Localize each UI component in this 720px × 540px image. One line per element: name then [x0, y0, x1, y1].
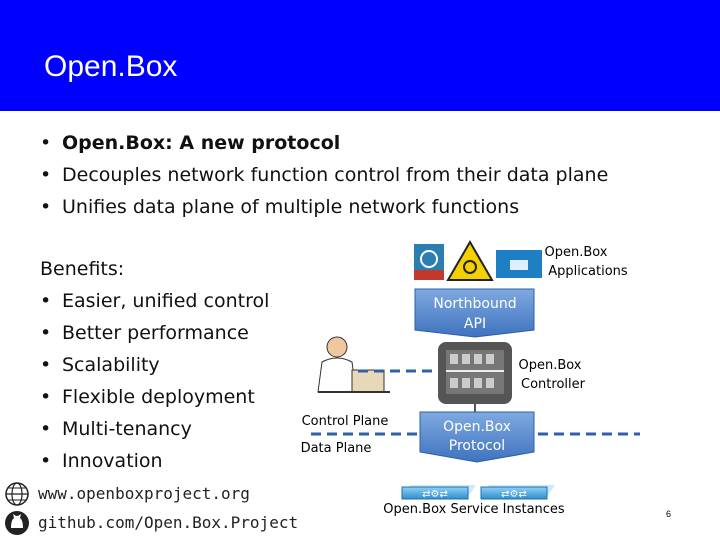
northbound-label-2: API	[464, 316, 486, 332]
protocol-label-2: Protocol	[449, 438, 505, 454]
benefit-item: •Innovation	[40, 450, 163, 472]
administrator-icon	[317, 336, 390, 393]
bullet-item: •Decouples network function control from…	[40, 164, 609, 186]
northbound-label-1: Northbound	[433, 296, 516, 312]
benefits-list: Benefits: •Easier, unified control •Bett…	[40, 253, 269, 477]
applications-label-1: Open.Box	[544, 245, 607, 260]
benefit-item: •Multi-tenancy	[40, 418, 192, 440]
benefit-item: •Scalability	[40, 354, 160, 376]
svg-text:⇄⚙⇄: ⇄⚙⇄	[501, 489, 527, 500]
top-bullet-list: •Open.Box: A new protocol •Decouples net…	[40, 127, 608, 223]
page-number: 6	[666, 509, 671, 519]
data-plane-label: Data Plane	[301, 441, 372, 456]
svg-text:⇄⚙⇄: ⇄⚙⇄	[422, 489, 448, 500]
firewall-app-icon	[414, 244, 444, 280]
slide-title: Open.Box	[44, 50, 178, 83]
bullet-item: •Open.Box: A new protocol	[40, 132, 341, 154]
github-icon	[5, 511, 29, 535]
globe-icon	[5, 482, 29, 506]
northbound-api-box	[414, 288, 535, 338]
service-instance-icon: ⇄⚙⇄	[480, 485, 555, 500]
controller-label-1: Open.Box	[518, 358, 581, 373]
control-plane-label: Control Plane	[302, 414, 389, 429]
load-balancer-app-icon	[496, 250, 542, 278]
title-bar	[0, 0, 720, 111]
protocol-box	[419, 411, 535, 463]
service-instances-label: Open.Box Service Instances	[383, 502, 565, 517]
controller-label-2: Controller	[521, 377, 586, 392]
benefit-item: •Better performance	[40, 322, 249, 344]
applications-label-2: Applications	[548, 264, 628, 279]
benefits-heading: Benefits:	[40, 258, 125, 280]
benefit-item: •Flexible deployment	[40, 386, 255, 408]
service-instance-icon: ⇄⚙⇄	[401, 485, 476, 500]
website-link[interactable]: www.openboxproject.org	[38, 484, 250, 503]
controller-icon	[438, 342, 512, 404]
benefit-item: •Easier, unified control	[40, 290, 270, 312]
protocol-label-1: Open.Box	[443, 419, 511, 435]
biohazard-app-icon	[446, 240, 494, 281]
bullet-item: •Unifies data plane of multiple network …	[40, 196, 520, 218]
github-link[interactable]: github.com/Open.Box.Project	[38, 513, 299, 532]
